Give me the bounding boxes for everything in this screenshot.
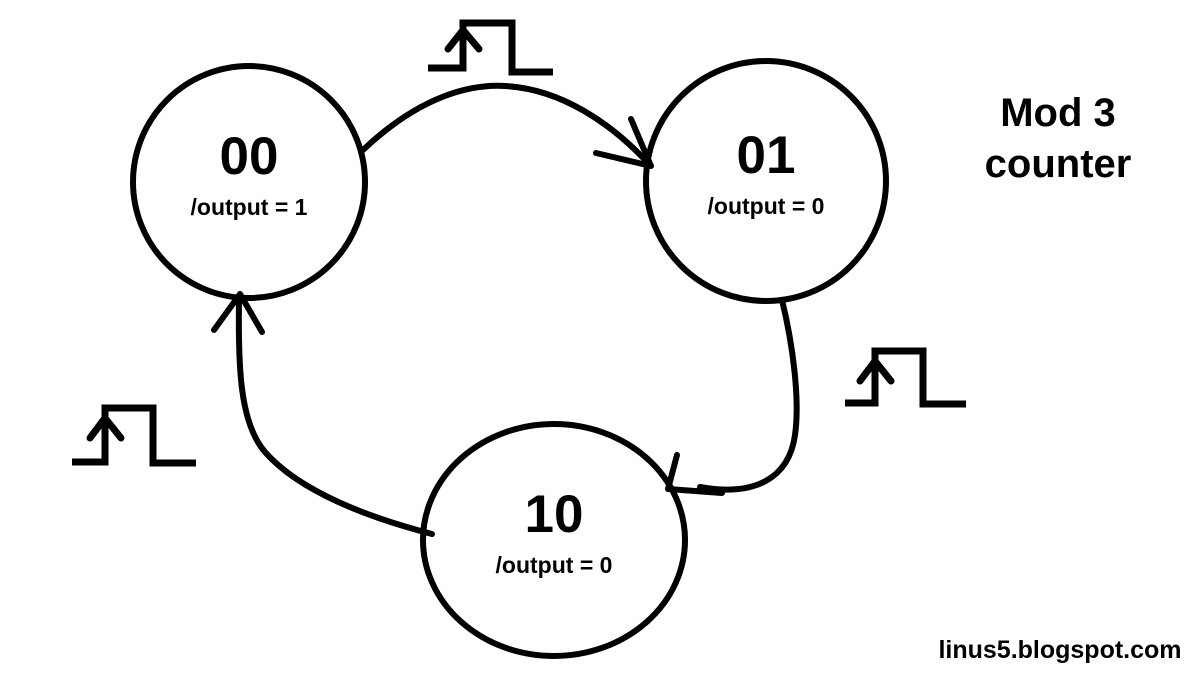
diagram-title: Mod 3 counter	[938, 88, 1178, 190]
clock-pulse-top-rising-arrow	[444, 26, 483, 72]
transition-arc-00-to-01	[360, 82, 651, 166]
arrowhead-00-to-01	[593, 116, 654, 169]
transition-10-to-00[interactable]	[211, 291, 435, 537]
state-circle-10[interactable]	[420, 421, 688, 659]
clock-pulse-left-waveform	[72, 404, 196, 467]
clock-pulse-right-icon	[845, 347, 966, 408]
arrowhead-01-to-10	[665, 452, 725, 496]
clock-pulse-top-waveform	[428, 19, 553, 76]
watermark-text: linus5.blogspot.com	[938, 636, 1182, 664]
clock-pulse-right-waveform	[845, 347, 966, 408]
transition-arc-10-to-00	[235, 297, 435, 537]
clock-pulse-left-rising-arrow	[86, 414, 125, 466]
state-circles	[130, 58, 889, 659]
state-circle-00[interactable]	[130, 63, 368, 301]
diagram-title-line-1: Mod 3	[1000, 91, 1116, 135]
diagram-title-line-2: counter	[984, 142, 1132, 187]
clock-pulse-right-rising-arrow	[856, 357, 895, 407]
transition-arc-01-to-10	[697, 297, 800, 493]
transition-01-to-10[interactable]	[665, 297, 800, 496]
state-circle-01[interactable]	[643, 58, 889, 304]
clock-pulse-left-icon	[72, 404, 196, 467]
arrowhead-10-to-00	[211, 291, 265, 335]
transition-00-to-01[interactable]	[360, 82, 654, 169]
clock-pulse-top-icon	[428, 19, 553, 76]
